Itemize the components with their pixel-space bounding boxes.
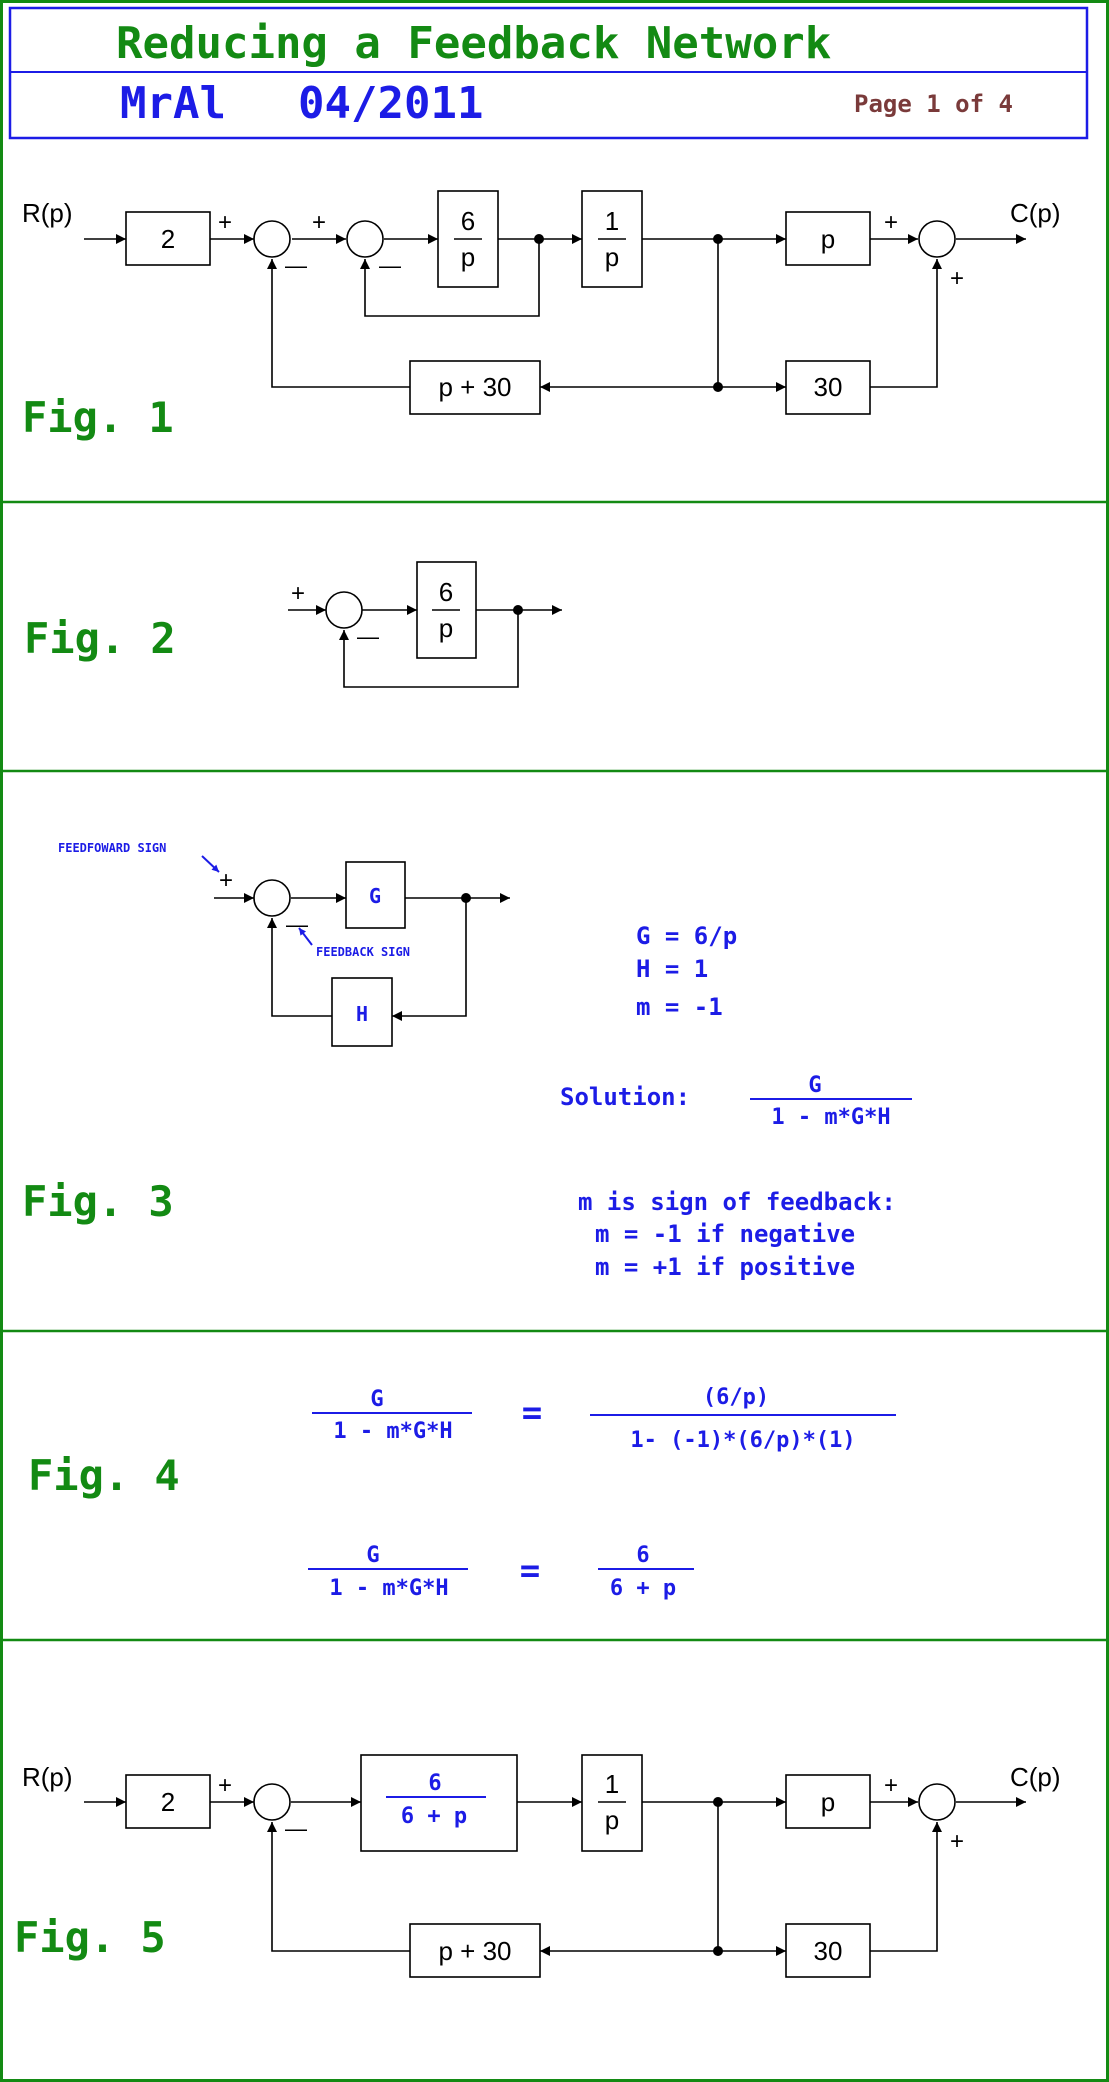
svg-text:1 - m*G*H: 1 - m*G*H: [329, 1576, 448, 1601]
fig5-block-30: [785, 1923, 871, 1978]
svg-text:p: p: [439, 613, 453, 643]
svg-text:+: +: [884, 209, 898, 236]
svg-text:6 + p: 6 + p: [610, 1576, 676, 1601]
svg-text:1: 1: [605, 1769, 619, 1799]
feedback-note-2: m = -1 if negative: [595, 1220, 855, 1248]
fig2-diagram: 6 p + — Fig. 2: [24, 561, 562, 688]
svg-text:+: +: [950, 1828, 964, 1855]
svg-text:H: H: [356, 1002, 368, 1026]
fig3-block-h: [331, 977, 393, 1047]
fig1-input-label: R(p): [22, 198, 73, 228]
fig1-sum-2: [346, 220, 384, 258]
page-number: Page 1 of 4: [854, 90, 1013, 118]
svg-text:p: p: [821, 1787, 835, 1817]
fig5-diagram: R(p) C(p) 2 6 6 + p 1 p p p + 30 3: [14, 1754, 1061, 1978]
svg-text:6 + p: 6 + p: [401, 1804, 467, 1829]
fig5-gain-block: [125, 1774, 211, 1829]
svg-text:+: +: [219, 867, 233, 894]
svg-text:6: 6: [439, 577, 453, 607]
fig1-block-30: [785, 360, 871, 415]
fig1-gain-block: [125, 211, 211, 266]
feedforward-sign-note: FEEDFOWARD SIGN: [58, 841, 166, 855]
svg-text:+: +: [291, 580, 305, 607]
fig5-feedback-block: [409, 1923, 541, 1978]
fig5-label: Fig. 5: [14, 1913, 166, 1962]
eq-g: G = 6/p: [636, 922, 737, 950]
feedback-sign-note: FEEDBACK SIGN: [316, 945, 410, 959]
svg-text:—: —: [379, 253, 401, 278]
svg-text:1: 1: [605, 206, 619, 236]
svg-text:=: =: [522, 1393, 542, 1433]
svg-text:p: p: [461, 242, 475, 272]
feedback-note-3: m = +1 if positive: [595, 1253, 855, 1281]
svg-text:+: +: [218, 209, 232, 236]
eq-h: H = 1: [636, 955, 708, 983]
fig5-input-label: R(p): [22, 1762, 73, 1792]
svg-text:—: —: [285, 253, 307, 278]
fig1-sum-1: [253, 220, 291, 258]
page-title: Reducing a Feedback Network: [116, 18, 831, 69]
fig1-output-label: C(p): [1010, 198, 1061, 228]
svg-text:+: +: [312, 209, 326, 236]
svg-text:—: —: [357, 624, 379, 649]
svg-text:G: G: [808, 1073, 821, 1098]
svg-text:1 - m*G*H: 1 - m*G*H: [333, 1419, 452, 1444]
svg-text:G: G: [369, 884, 381, 908]
feedback-note-1: m is sign of feedback:: [578, 1188, 896, 1216]
svg-text:1 - m*G*H: 1 - m*G*H: [771, 1105, 890, 1130]
fig5-block-1-over-p: [581, 1754, 643, 1852]
svg-text:+: +: [884, 1772, 898, 1799]
fig5-sum-2: [918, 1783, 956, 1821]
fig5-reduced-block: [360, 1754, 518, 1852]
svg-text:30: 30: [814, 372, 843, 402]
date: 04/2011: [298, 78, 483, 129]
fig1-block-p: [785, 211, 871, 266]
fig1-sum-3: [918, 220, 956, 258]
svg-text:6: 6: [636, 1543, 649, 1568]
svg-text:G: G: [366, 1543, 379, 1568]
svg-text:—: —: [285, 1816, 307, 1841]
svg-text:1- (-1)*(6/p)*(1): 1- (-1)*(6/p)*(1): [630, 1428, 855, 1453]
svg-text:p + 30: p + 30: [438, 1936, 511, 1966]
author: MrAl: [120, 78, 226, 129]
fig1-feedback-block: [409, 360, 541, 415]
fig3-diagram: G H + — FEEDFOWARD SIGN FEEDBACK SIGN G …: [22, 841, 912, 1281]
fig2-label: Fig. 2: [24, 614, 176, 663]
fig3-label: Fig. 3: [22, 1177, 174, 1226]
fig5-output-label: C(p): [1010, 1762, 1061, 1792]
svg-text:2: 2: [161, 1787, 175, 1817]
fig3-block-g: [345, 861, 406, 929]
svg-text:G: G: [370, 1387, 383, 1412]
svg-text:p: p: [821, 224, 835, 254]
solution-label: Solution:: [560, 1083, 690, 1111]
svg-text:6: 6: [461, 206, 475, 236]
header: Reducing a Feedback Network MrAl 04/2011…: [8, 6, 1089, 140]
svg-text:p + 30: p + 30: [438, 372, 511, 402]
svg-text:30: 30: [814, 1936, 843, 1966]
svg-text:p: p: [605, 242, 619, 272]
fig1-diagram: R(p) C(p) 2 6 p 1: [22, 190, 1061, 442]
svg-text:p: p: [605, 1805, 619, 1835]
svg-text:—: —: [286, 912, 308, 937]
svg-text:(6/p): (6/p): [703, 1385, 769, 1410]
fig4-label: Fig. 4: [28, 1451, 180, 1500]
svg-text:2: 2: [161, 224, 175, 254]
fig5-block-p: [785, 1774, 871, 1829]
fig4-equations: G 1 - m*G*H = (6/p) 1- (-1)*(6/p)*(1) G …: [28, 1385, 896, 1601]
fig3-sum: [253, 879, 291, 917]
eq-m: m = -1: [636, 993, 723, 1021]
svg-text:=: =: [520, 1551, 540, 1591]
fig1-label: Fig. 1: [22, 393, 174, 442]
svg-text:6: 6: [428, 1771, 441, 1796]
fig5-sum-1: [253, 1783, 291, 1821]
fig2-sum: [325, 591, 363, 629]
svg-text:+: +: [950, 265, 964, 292]
svg-text:+: +: [218, 1772, 232, 1799]
